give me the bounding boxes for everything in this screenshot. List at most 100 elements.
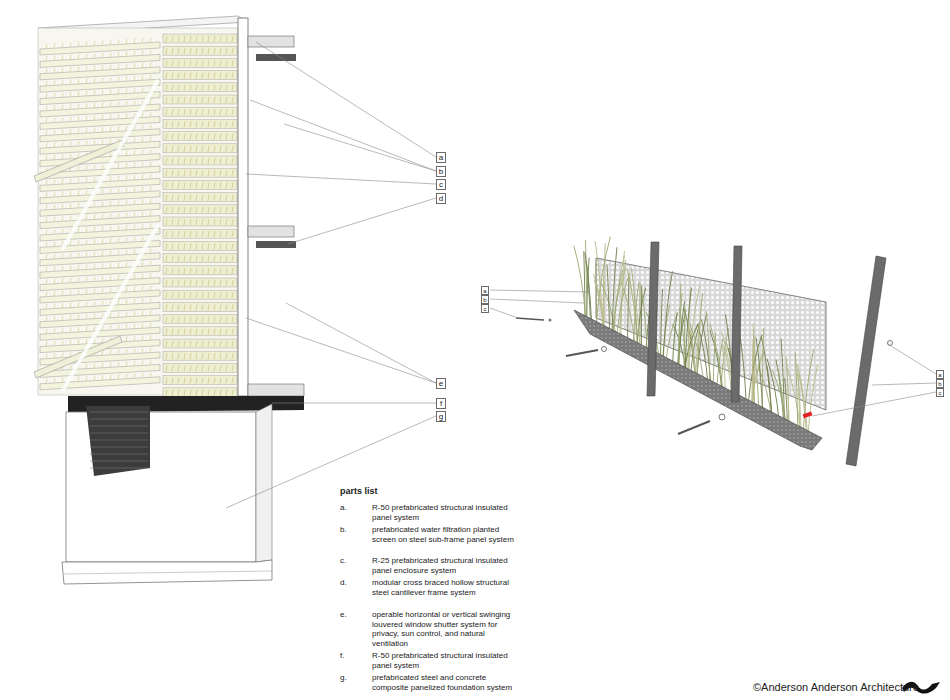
open-louver	[34, 336, 122, 378]
grass-stroke	[70, 191, 71, 196]
grass-stroke	[208, 353, 209, 359]
grass-stroke	[78, 315, 79, 320]
grass-stroke	[70, 79, 71, 84]
ledge-line	[64, 571, 272, 574]
washer	[888, 341, 893, 346]
parts-list-heading: parts list	[340, 486, 460, 497]
grass-stroke	[196, 365, 197, 371]
grass-stroke	[126, 200, 127, 205]
planted-panel	[163, 119, 237, 128]
grass-stroke	[214, 268, 215, 274]
grass-stroke	[94, 128, 95, 133]
grass-stroke	[202, 60, 203, 66]
grass-stroke	[220, 60, 221, 66]
grass-stroke	[196, 146, 197, 152]
grass-stroke	[208, 170, 209, 176]
grass-stroke	[196, 182, 197, 188]
hanging-screen	[86, 406, 150, 476]
grass-stroke	[196, 48, 197, 54]
grass-stroke	[70, 55, 71, 60]
grass-stroke	[214, 365, 215, 371]
callout-box: a	[936, 370, 944, 379]
grass-stroke	[62, 92, 63, 97]
grass-stroke	[202, 134, 203, 140]
grass-stroke	[232, 304, 233, 310]
grass-stroke	[110, 276, 111, 281]
grass-stroke	[126, 262, 127, 267]
callout-letter: c	[939, 390, 942, 396]
callout-box: g	[436, 411, 446, 422]
louver-slat	[40, 290, 160, 303]
grass-stroke	[70, 117, 71, 122]
grass-stroke	[102, 338, 103, 343]
grass-stroke	[46, 143, 47, 148]
grass-stroke	[208, 60, 209, 66]
grass-blade	[617, 273, 630, 335]
grass-stroke	[220, 158, 221, 164]
grass-stroke	[94, 165, 95, 170]
grass-stroke	[166, 341, 167, 347]
grass-stroke	[118, 114, 119, 119]
grass-stroke	[202, 170, 203, 176]
grass-stroke	[202, 121, 203, 127]
cantilever-arm	[248, 226, 294, 237]
grass-stroke	[208, 158, 209, 164]
grass-stroke	[190, 378, 191, 384]
grass-stroke	[70, 92, 71, 97]
cantilever-arm	[248, 36, 294, 47]
planted-panel	[163, 266, 237, 275]
grass-stroke	[54, 242, 55, 247]
grass-stroke	[110, 325, 111, 330]
grass-stroke	[178, 292, 179, 298]
grass-stroke	[196, 243, 197, 249]
grass-stroke	[94, 115, 95, 120]
grass-stroke	[62, 55, 63, 60]
grass-stroke	[232, 280, 233, 286]
grass-stroke	[232, 73, 233, 79]
part-letter: e.	[340, 610, 360, 620]
grass-stroke	[214, 195, 215, 201]
grass-stroke	[54, 266, 55, 271]
grass-stroke	[232, 329, 233, 335]
foundation-side	[256, 404, 272, 562]
grass-stroke	[126, 188, 127, 193]
grass-stroke	[134, 311, 135, 316]
grass-stroke	[46, 180, 47, 185]
grass-stroke	[220, 121, 221, 127]
grass-stroke	[166, 195, 167, 201]
grass-stroke	[102, 251, 103, 256]
grass-stroke	[220, 268, 221, 274]
washer	[719, 414, 725, 420]
grass-stroke	[70, 104, 71, 109]
grass-stroke	[196, 256, 197, 262]
grass-stroke	[126, 51, 127, 56]
grass-stroke	[184, 207, 185, 213]
cantilever-bar	[256, 241, 296, 248]
grass-stroke	[150, 112, 151, 117]
louver-slat	[40, 377, 160, 390]
grass-stroke	[196, 219, 197, 225]
part-letter: b.	[340, 525, 360, 535]
leader-line	[246, 318, 436, 383]
grass-stroke	[46, 242, 47, 247]
grass-stroke	[202, 146, 203, 152]
grass-blade	[593, 274, 604, 328]
grass-stroke	[166, 219, 167, 225]
grass-stroke	[54, 130, 55, 135]
grass-stroke	[226, 121, 227, 127]
grass-stroke	[110, 176, 111, 181]
steel-post	[846, 256, 886, 466]
grass-stroke	[190, 207, 191, 213]
callout-letter: e	[439, 380, 443, 388]
grass-stroke	[196, 109, 197, 115]
grass-stroke	[142, 125, 143, 130]
grass-stroke	[172, 48, 173, 54]
grass-stroke	[46, 155, 47, 160]
leader-lines	[226, 42, 936, 508]
grass-stroke	[62, 105, 63, 110]
screen-lines	[90, 412, 148, 468]
grass-stroke	[208, 36, 209, 42]
grass-stroke	[110, 238, 111, 243]
grass-stroke	[70, 253, 71, 258]
grass-stroke	[102, 264, 103, 269]
